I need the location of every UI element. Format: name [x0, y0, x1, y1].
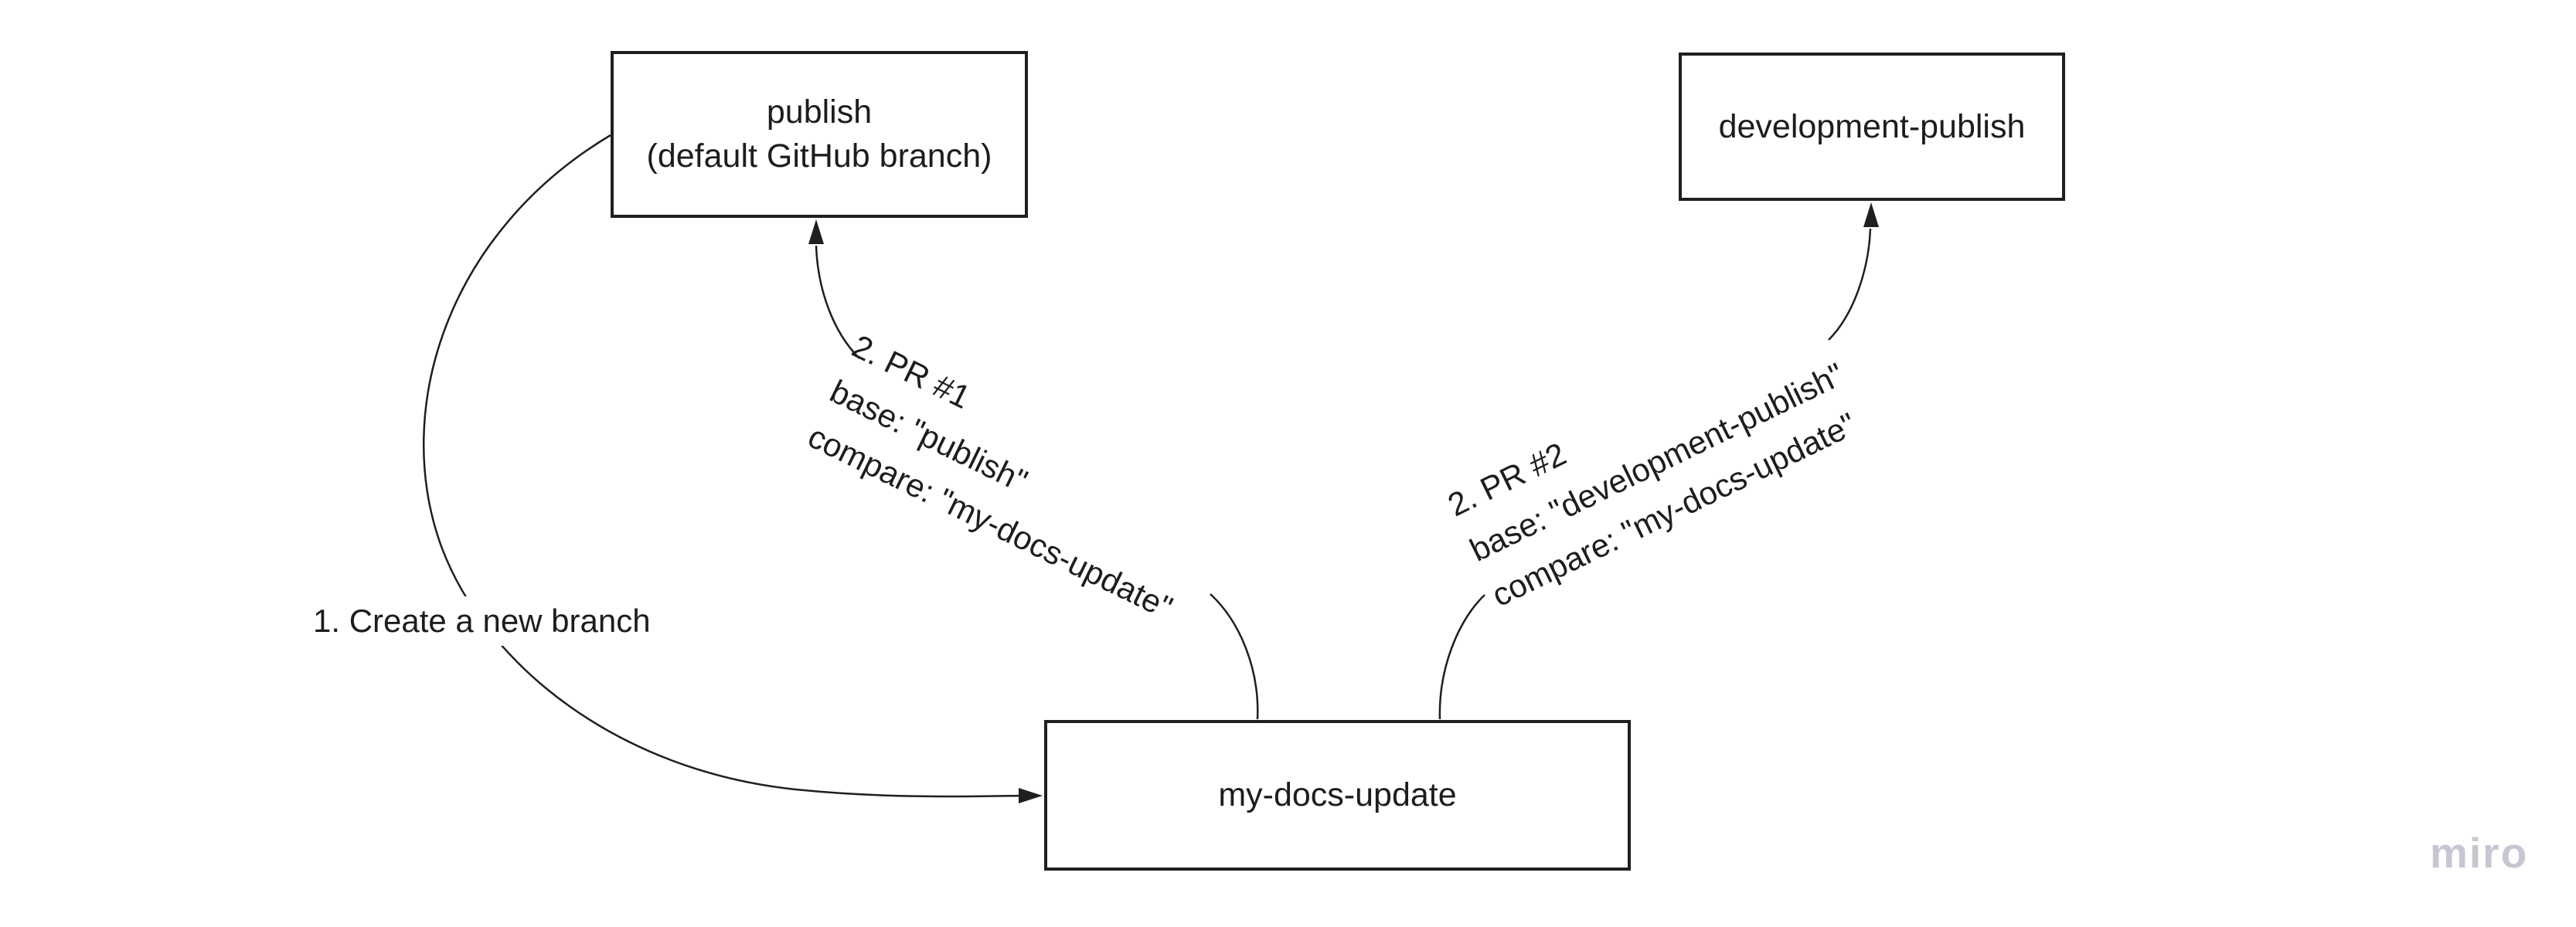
shape-development-publish-branch[interactable]: development-publish	[1679, 53, 2065, 201]
shape-publish-label-line1: publish	[766, 93, 873, 131]
shape-development-publish-label: development-publish	[1718, 107, 2026, 145]
shape-my-docs-update-label: my-docs-update	[1218, 776, 1457, 813]
arrowhead-into-my-docs-update	[1019, 788, 1043, 803]
shape-publish-branch[interactable]: publish (default GitHub branch)	[611, 51, 1028, 218]
connector-pr2-upper[interactable]	[1828, 228, 1872, 341]
connector-create-branch[interactable]	[423, 134, 1024, 798]
connector-pr1-lower[interactable]	[1210, 593, 1259, 720]
arrowhead-into-publish	[808, 219, 824, 244]
miro-watermark: miro	[2430, 829, 2529, 877]
edge-label-create-branch[interactable]: 1. Create a new branch	[302, 596, 662, 646]
connector-pr1-upper[interactable]	[815, 245, 860, 359]
shape-publish-label-line2: (default GitHub branch)	[646, 138, 992, 175]
shape-my-docs-update-branch[interactable]: my-docs-update	[1044, 720, 1631, 871]
arrowhead-into-development-publish	[1863, 202, 1879, 227]
connector-pr2-lower[interactable]	[1438, 594, 1485, 720]
